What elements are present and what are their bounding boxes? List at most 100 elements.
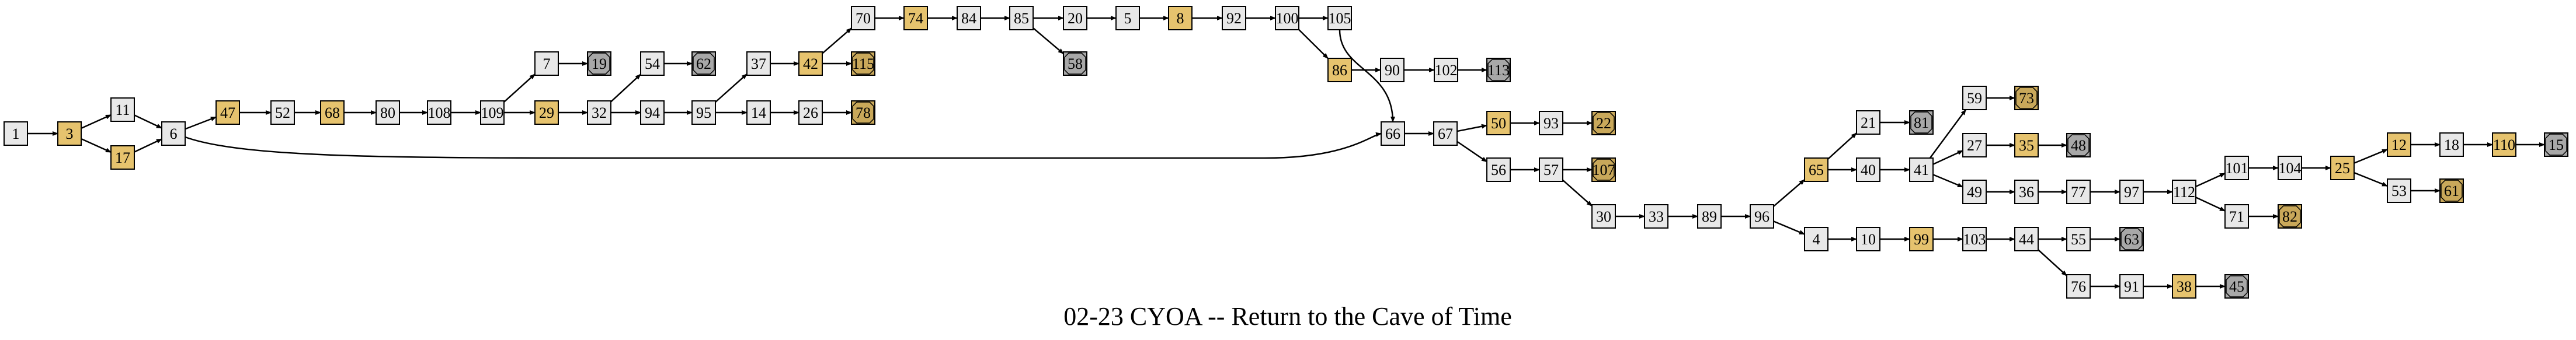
node-73[interactable]: 73: [2014, 86, 2039, 110]
node-67[interactable]: 67: [1433, 121, 1458, 146]
node-101[interactable]: 101: [2224, 156, 2249, 180]
node-35[interactable]: 35: [2014, 133, 2039, 157]
node-77[interactable]: 77: [2066, 180, 2091, 204]
node-109[interactable]: 109: [480, 100, 505, 125]
node-7[interactable]: 7: [534, 51, 559, 76]
node-37[interactable]: 37: [746, 51, 771, 76]
node-93[interactable]: 93: [1539, 111, 1563, 135]
node-box-44: [2014, 227, 2039, 251]
node-105[interactable]: 105: [1327, 6, 1352, 30]
node-42[interactable]: 42: [798, 51, 823, 76]
node-box-40: [1856, 157, 1880, 182]
edge-67-to-56: [1456, 141, 1487, 163]
node-15[interactable]: 15: [2544, 132, 2568, 157]
node-5[interactable]: 5: [1115, 6, 1140, 30]
node-22[interactable]: 22: [1591, 111, 1616, 135]
node-label-91: 91: [2124, 278, 2139, 295]
node-26[interactable]: 26: [798, 100, 823, 125]
node-103[interactable]: 103: [1962, 227, 1987, 251]
node-17[interactable]: 17: [110, 145, 135, 170]
node-3[interactable]: 3: [57, 121, 82, 146]
node-57[interactable]: 57: [1539, 157, 1563, 182]
node-91[interactable]: 91: [2119, 274, 2144, 299]
node-38[interactable]: 38: [2172, 274, 2196, 299]
node-92[interactable]: 92: [1222, 6, 1246, 30]
node-110[interactable]: 110: [2492, 132, 2516, 157]
node-29[interactable]: 29: [534, 100, 559, 125]
node-45[interactable]: 45: [2224, 274, 2249, 299]
node-10[interactable]: 10: [1856, 227, 1880, 251]
node-112[interactable]: 112: [2172, 180, 2196, 204]
node-99[interactable]: 99: [1909, 227, 1934, 251]
node-90[interactable]: 90: [1380, 58, 1405, 82]
node-20[interactable]: 20: [1063, 6, 1087, 30]
node-63[interactable]: 63: [2119, 227, 2144, 251]
node-27[interactable]: 27: [1962, 133, 1987, 157]
node-100[interactable]: 100: [1275, 6, 1299, 30]
node-box-76: [2066, 274, 2091, 299]
node-11[interactable]: 11: [110, 97, 135, 122]
node-102[interactable]: 102: [1434, 58, 1458, 82]
node-71[interactable]: 71: [2224, 204, 2249, 229]
node-78[interactable]: 78: [851, 100, 875, 125]
node-14[interactable]: 14: [746, 100, 771, 125]
node-12[interactable]: 12: [2387, 132, 2411, 157]
node-68[interactable]: 68: [320, 100, 345, 125]
node-56[interactable]: 56: [1486, 157, 1511, 182]
node-50[interactable]: 50: [1486, 111, 1511, 135]
node-52[interactable]: 52: [270, 100, 295, 125]
node-80[interactable]: 80: [376, 100, 400, 125]
node-82[interactable]: 82: [2278, 204, 2302, 229]
node-66[interactable]: 66: [1381, 121, 1405, 146]
node-65[interactable]: 65: [1804, 157, 1828, 182]
node-74[interactable]: 74: [903, 6, 928, 30]
node-18[interactable]: 18: [2439, 132, 2464, 157]
node-label-84: 84: [961, 10, 976, 27]
node-95[interactable]: 95: [691, 100, 716, 125]
node-55[interactable]: 55: [2066, 227, 2091, 251]
node-86[interactable]: 86: [1327, 58, 1352, 82]
node-89[interactable]: 89: [1697, 204, 1722, 229]
node-4[interactable]: 4: [1804, 227, 1828, 251]
node-94[interactable]: 94: [640, 100, 665, 125]
node-84[interactable]: 84: [957, 6, 981, 30]
node-76[interactable]: 76: [2066, 274, 2091, 299]
node-8[interactable]: 8: [1168, 6, 1193, 30]
node-44[interactable]: 44: [2014, 227, 2039, 251]
node-40[interactable]: 40: [1856, 157, 1880, 182]
node-96[interactable]: 96: [1750, 204, 1774, 229]
node-48[interactable]: 48: [2066, 133, 2091, 157]
node-33[interactable]: 33: [1644, 204, 1668, 229]
node-104[interactable]: 104: [2278, 156, 2302, 180]
node-41[interactable]: 41: [1909, 157, 1934, 182]
node-25[interactable]: 25: [2330, 156, 2355, 180]
node-81[interactable]: 81: [1909, 110, 1934, 135]
node-107[interactable]: 107: [1591, 157, 1616, 182]
ending-octagon-icon-19: [588, 52, 610, 75]
node-19[interactable]: 19: [587, 51, 611, 76]
node-6[interactable]: 6: [161, 121, 186, 146]
node-97[interactable]: 97: [2119, 180, 2144, 204]
node-85[interactable]: 85: [1009, 6, 1034, 30]
node-70[interactable]: 70: [851, 6, 875, 30]
node-1[interactable]: 1: [4, 121, 28, 146]
node-label-93: 93: [1543, 115, 1559, 132]
node-30[interactable]: 30: [1591, 204, 1616, 229]
node-113[interactable]: 113: [1486, 58, 1511, 82]
node-label-53: 53: [2391, 183, 2407, 199]
node-108[interactable]: 108: [427, 100, 451, 125]
node-53[interactable]: 53: [2387, 178, 2411, 203]
node-36[interactable]: 36: [2014, 180, 2039, 204]
node-62[interactable]: 62: [691, 51, 716, 76]
node-49[interactable]: 49: [1962, 180, 1987, 204]
node-47[interactable]: 47: [215, 100, 240, 125]
node-54[interactable]: 54: [640, 51, 665, 76]
node-32[interactable]: 32: [587, 100, 611, 125]
node-21[interactable]: 21: [1856, 110, 1880, 135]
node-58[interactable]: 58: [1063, 51, 1087, 76]
node-61[interactable]: 61: [2439, 178, 2464, 203]
node-115[interactable]: 115: [851, 51, 875, 76]
node-59[interactable]: 59: [1962, 86, 1987, 110]
node-label-29: 29: [539, 104, 554, 121]
node-box-58: [1063, 51, 1087, 76]
